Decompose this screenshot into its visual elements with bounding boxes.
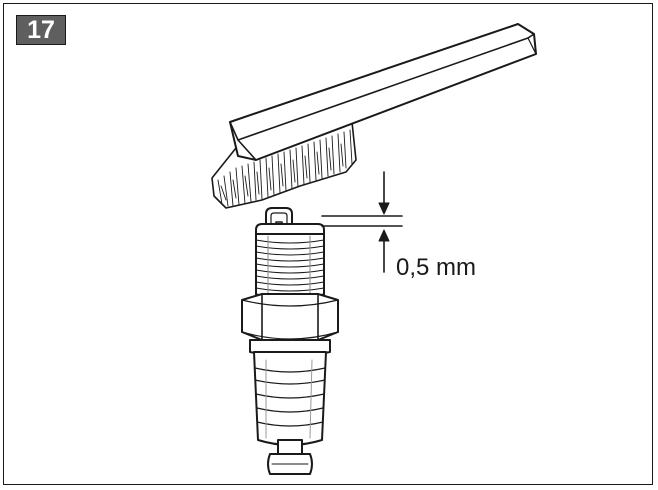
gap-dimension xyxy=(321,171,403,273)
gap-measurement-label: 0,5 mm xyxy=(396,254,477,281)
step-number-badge: 17 xyxy=(16,15,66,45)
spark-plug xyxy=(241,207,339,475)
illustration-frame xyxy=(3,3,653,485)
brush-bristles xyxy=(211,121,357,209)
ground-electrode xyxy=(265,207,293,227)
hex-nut xyxy=(241,293,339,341)
wire-brush xyxy=(211,23,537,209)
terminal xyxy=(267,439,313,475)
step-number: 17 xyxy=(27,15,55,44)
insulator xyxy=(253,351,327,446)
brush-handle xyxy=(229,23,537,161)
